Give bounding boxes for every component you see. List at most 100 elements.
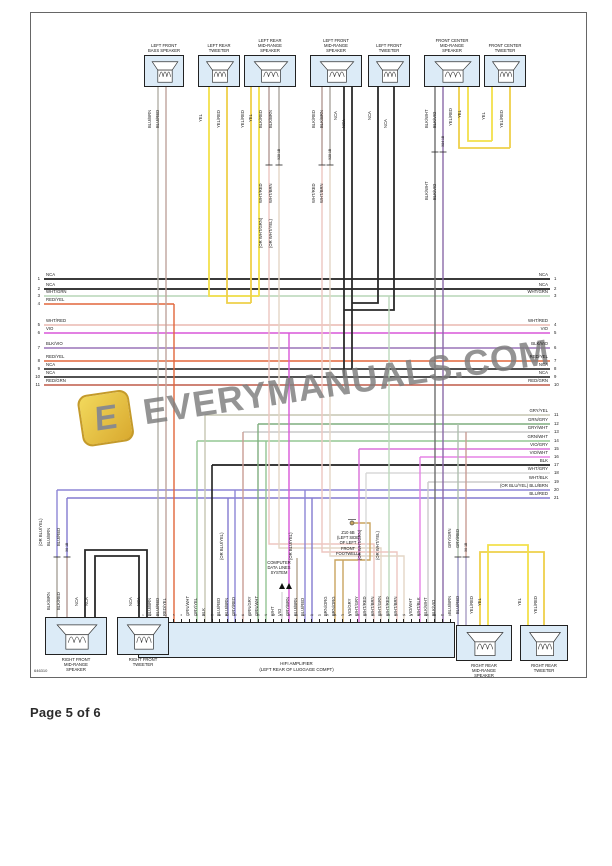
amplifier-box <box>138 622 455 658</box>
wire-label: NCA <box>332 111 338 120</box>
amp-pin-number: 33 <box>387 614 391 617</box>
speaker-label-line: MID-RANGE <box>64 662 88 668</box>
speaker-box <box>310 55 362 87</box>
amp-pin-number: 25 <box>325 614 329 617</box>
bus-number-left: 4 <box>37 300 40 306</box>
amp-pin-number: 37 <box>417 614 421 617</box>
bus-number-right: 8 <box>554 365 557 371</box>
amp-pin-number: 4 <box>165 614 167 617</box>
wire-label: WHT/RED <box>257 183 263 203</box>
wire-label: YEL/RED <box>239 110 245 128</box>
wire-label: (OR BLU/YEL) <box>37 518 43 546</box>
data-line-arrow-icon <box>279 583 285 589</box>
bus-number-right: 4 <box>554 321 557 327</box>
bus-label-left: NCA <box>46 362 56 368</box>
speaker-symbol-icon <box>466 632 504 656</box>
wire-label: (OR WHT/YEL) <box>267 219 273 248</box>
amp-pin-number: 11 <box>218 614 222 617</box>
speaker-symbol-icon <box>56 624 98 650</box>
bus-label-right: GRN/GRY <box>528 417 548 423</box>
bus-label-left: RED/GRN <box>46 378 66 384</box>
amp-pin-number: 16 <box>256 614 260 617</box>
speaker-symbol-icon <box>491 61 521 83</box>
amp-pin <box>418 619 420 622</box>
speaker-label-line: RIGHT REAR <box>471 663 497 668</box>
wire-label: BLK/BRN <box>45 592 51 610</box>
amplifier-name: HIFI AMPLIFIER <box>280 661 313 666</box>
amp-pin-number: 14 <box>241 614 245 617</box>
amp-pin-label: GRN/WHT <box>254 595 260 616</box>
speaker-symbol-icon <box>151 61 179 83</box>
wire-label: YEL <box>247 114 253 122</box>
bus-label-right: VIO <box>540 326 548 332</box>
speaker-label-line: LEFT REAR <box>258 37 282 43</box>
amp-pin-label: GRN/WHT <box>185 595 191 616</box>
amp-pin <box>326 619 328 622</box>
computer-data-lines-annotation: COMPUTER DATA LINES SYSTEM <box>267 560 291 576</box>
wire <box>352 87 379 304</box>
amp-pin-number: 36 <box>410 614 414 617</box>
speaker-box <box>424 55 480 87</box>
wire-label: NCA <box>366 111 372 120</box>
speaker-box <box>45 617 107 655</box>
wire-label: YEL <box>476 598 482 606</box>
bus-label-right: VIO/WHT <box>529 450 548 456</box>
amp-pin-number: 23 <box>310 614 314 617</box>
bus-number-left: 6 <box>37 329 40 335</box>
amp-pin <box>388 619 390 622</box>
speaker-label-line: SPEAKER <box>442 47 462 53</box>
amp-pin <box>365 619 367 622</box>
speaker-label-line: SPEAKER <box>66 667 86 673</box>
bus-number-right: 14 <box>554 437 559 443</box>
amp-pin <box>357 619 359 622</box>
amp-pin-number: 30 <box>364 614 367 617</box>
bus-number-left: 8 <box>37 357 40 363</box>
bus-label-right: (OR BLU/YEL) BLU/BRN <box>500 483 548 489</box>
amp-pin <box>296 619 297 622</box>
amp-pin <box>265 619 267 622</box>
bus-number-right: 1 <box>554 275 557 281</box>
amp-pin-label: (OR WHT/GRN) <box>356 529 362 560</box>
bus-label-right: GRN/WHT <box>527 434 548 440</box>
amp-pin <box>380 619 382 622</box>
amp-pin-number: 27 <box>341 614 344 617</box>
speaker-box <box>456 625 512 661</box>
wire <box>94 555 140 617</box>
speaker-label-line: BASS SPEAKER <box>147 47 181 53</box>
wire-label: YEL <box>480 112 486 120</box>
amp-pin <box>395 619 397 622</box>
wire-label: BLK/BRN <box>267 110 273 128</box>
speaker-box <box>368 55 410 87</box>
bus-label-left: WHT/RED <box>46 318 67 324</box>
bus-label-right: WHT/GRY <box>527 466 548 472</box>
amp-pin-number: 2 <box>149 614 152 617</box>
speaker-symbol-icon <box>434 61 472 83</box>
speaker-symbol-icon <box>253 61 289 83</box>
diagram-code: 646310 <box>34 668 48 673</box>
speaker-label-line: TWEETER <box>378 47 400 53</box>
amp-pin <box>272 619 274 622</box>
amp-pin <box>372 619 374 622</box>
amp-pin-number: 28 <box>348 614 352 617</box>
amp-pin-number: 5 <box>172 614 175 617</box>
amp-pin-number: 41 <box>448 614 452 617</box>
bus-number-right: 10 <box>554 381 559 387</box>
wire-label: YEL/RED <box>447 108 453 126</box>
amp-pin-number: 1 <box>142 614 144 617</box>
amp-pin <box>342 619 344 622</box>
speaker-box <box>244 55 296 87</box>
amp-pin-number: 19 <box>279 614 283 617</box>
speaker-label-line: RIGHT REAR <box>531 663 557 668</box>
bus-number-right: 12 <box>554 420 559 426</box>
bus-number-right: 20 <box>554 486 559 492</box>
wire-label: BLU/RED <box>154 109 160 128</box>
bus-label-right: NCA <box>538 370 548 376</box>
speaker-symbol-icon <box>319 61 355 83</box>
bus-number-right: 6 <box>554 344 557 350</box>
wire-label: YEL/RED <box>215 110 221 128</box>
